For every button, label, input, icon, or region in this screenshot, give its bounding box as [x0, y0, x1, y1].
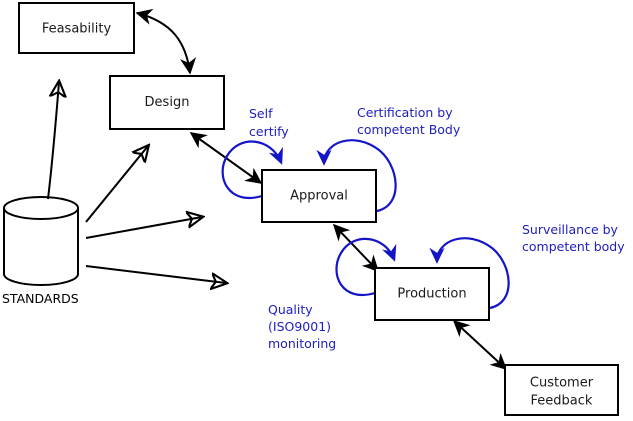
surveillance-line1: Surveillance by — [522, 222, 619, 237]
surveillance-line2: competent body — [522, 239, 625, 254]
edge-production-customer-feedback — [452, 319, 508, 371]
annotation-certification-by-competent-body: Certification by competent Body — [357, 105, 461, 137]
node-feasability[interactable]: Feasability — [18, 2, 135, 54]
node-design[interactable]: Design — [109, 75, 225, 130]
customer-feedback-label-line1: Customer — [530, 376, 594, 391]
standards-cylinder-top — [3, 196, 79, 220]
edge-design-to-feasability — [135, 8, 197, 75]
standards-cylinder-body — [3, 208, 79, 286]
node-approval[interactable]: Approval — [261, 169, 377, 223]
quality-line2: (ISO9001) — [268, 319, 331, 334]
production-label: Production — [397, 287, 466, 302]
loop-certification-by-competent-body — [316, 139, 397, 213]
design-label: Design — [145, 95, 190, 110]
certification-line2: competent Body — [357, 122, 461, 137]
feasability-box — [18, 2, 135, 54]
annotation-self-certify: Self certify — [249, 106, 289, 139]
loop-quality-monitoring — [335, 237, 397, 296]
edge-standards-to-feasability — [47, 82, 59, 200]
self-certify-line1: Self — [249, 106, 273, 121]
certification-line1: Certification by — [357, 105, 453, 120]
design-box — [109, 75, 225, 130]
node-standards[interactable]: STANDARDS — [2, 196, 79, 306]
loop-self-certify — [221, 140, 283, 199]
annotation-surveillance-by-competent-body: Surveillance by competent body — [522, 222, 625, 254]
feasability-label: Feasability — [42, 22, 112, 37]
node-production[interactable]: Production — [374, 267, 490, 321]
edge-standards-to-design — [85, 146, 148, 223]
approval-box — [261, 169, 377, 223]
customer-feedback-label-line2: Feedback — [531, 394, 593, 409]
standards-label: STANDARDS — [2, 291, 79, 306]
self-certify-line2: certify — [249, 124, 289, 139]
node-customer-feedback[interactable]: Customer Feedback — [504, 364, 619, 416]
customer-feedback-box — [504, 364, 619, 416]
edge-standards-to-production — [85, 265, 226, 283]
approval-label: Approval — [290, 189, 348, 204]
edge-approval-production — [332, 223, 380, 273]
production-box — [374, 267, 490, 321]
annotation-quality-monitoring: Quality (ISO9001) monitoring — [268, 302, 336, 351]
edge-standards-to-approval — [85, 217, 202, 239]
quality-line3: monitoring — [268, 336, 336, 351]
quality-line1: Quality — [268, 302, 313, 317]
loop-surveillance-by-competent-body — [429, 237, 510, 310]
